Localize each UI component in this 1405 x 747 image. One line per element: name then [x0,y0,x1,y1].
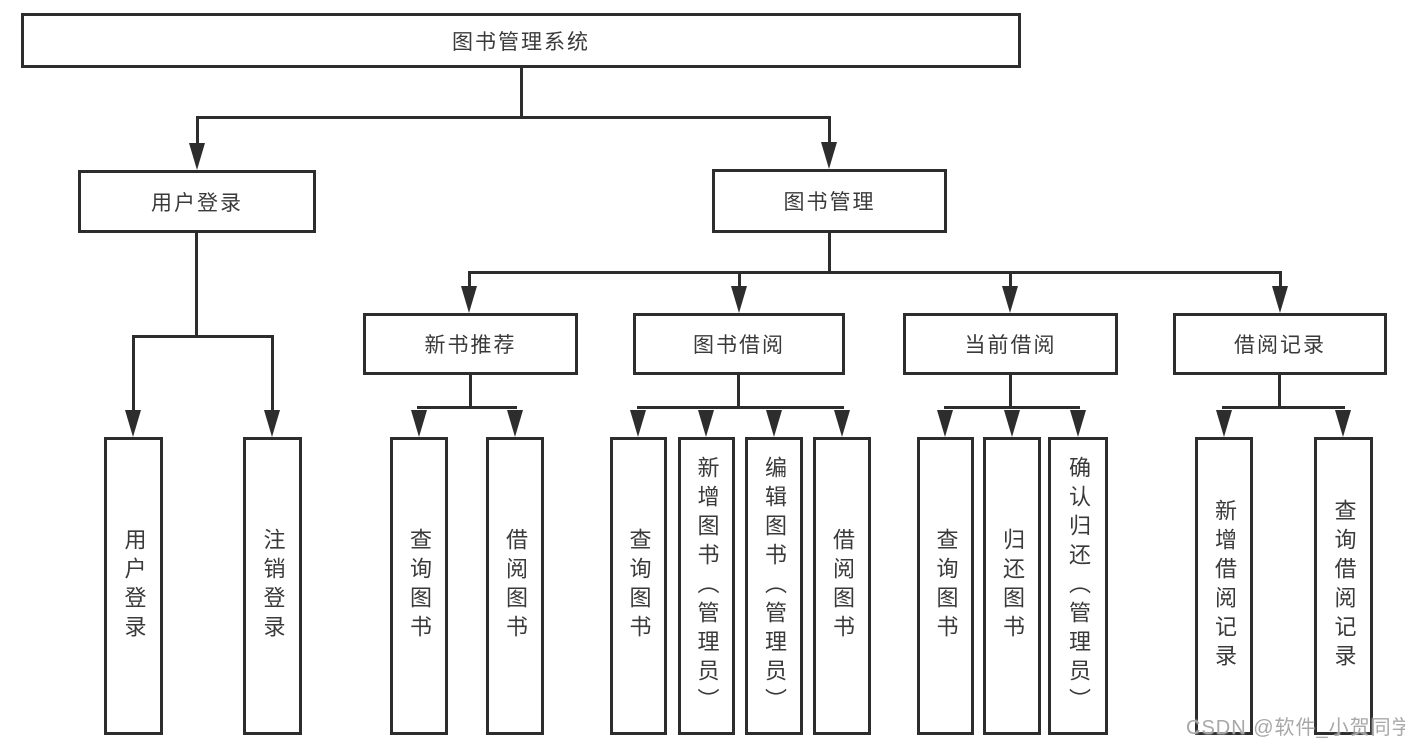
leaf-add-book-admin: 新增图书（管理员） [678,437,735,735]
arrowhead [411,410,427,437]
connector-line [196,116,831,119]
leaf-query-book-recommend: 查询图书 [390,437,448,735]
csdn-watermark: CSDN @软件_小贺同学 [1186,717,1405,739]
arrowhead [1070,410,1086,437]
leaf-query-borrow-record: 查询借阅记录 [1314,437,1373,735]
node-user-login: 用户登录 [78,170,316,233]
connector-line [132,335,274,338]
connector-line [196,116,199,146]
connector-line [132,335,135,413]
connector-line [195,231,198,338]
connector-line [1222,406,1345,409]
node-book-management: 图书管理 [712,169,947,233]
connector-line [737,373,740,409]
connector-line [469,373,472,409]
arrowhead [766,410,782,437]
leaf-confirm-return-admin: 确认归还（管理员） [1048,437,1108,735]
arrowhead [461,286,477,313]
connector-line [1009,373,1012,409]
arrowhead [125,410,141,437]
node-current-borrow: 当前借阅 [903,313,1118,375]
leaf-user-login: 用户登录 [104,437,163,735]
connector-line [637,406,844,409]
arrowhead [1002,286,1018,313]
leaf-return-book: 归还图书 [983,437,1041,735]
leaf-borrow-book: 借阅图书 [813,437,871,735]
connector-line [828,116,831,145]
connector-line [468,271,1282,274]
arrowhead [507,410,523,437]
leaf-logout: 注销登录 [243,437,302,735]
leaf-borrow-book-recommend: 借阅图书 [486,437,544,735]
leaf-query-book-borrow: 查询图书 [610,437,667,735]
arrowhead [937,410,953,437]
node-book-borrow: 图书借阅 [633,313,845,375]
connector-line [271,335,274,413]
connector-line [738,271,741,288]
connector-line [520,66,523,118]
arrowhead [630,410,646,437]
node-new-book-recommend: 新书推荐 [363,313,578,375]
arrowhead [1216,410,1232,437]
connector-line [417,406,517,409]
connector-line [828,231,831,274]
arrowhead [1004,410,1020,437]
arrowhead [189,143,205,170]
arrowhead [1272,286,1288,313]
arrowhead [731,286,747,313]
arrowhead [264,410,280,437]
connector-line [1278,373,1281,409]
arrowhead [1335,410,1351,437]
arrowhead [834,410,850,437]
leaf-add-borrow-record: 新增借阅记录 [1195,437,1253,735]
connector-line [1009,271,1012,288]
connector-line [468,271,471,288]
connector-line [1279,271,1282,288]
leaf-query-book-current: 查询图书 [917,437,974,735]
node-root-system: 图书管理系统 [21,13,1021,68]
leaf-edit-book-admin: 编辑图书（管理员） [745,437,803,735]
node-borrow-records: 借阅记录 [1173,313,1387,375]
arrowhead [698,410,714,437]
connector-line [944,406,1080,409]
arrowhead [821,142,837,169]
